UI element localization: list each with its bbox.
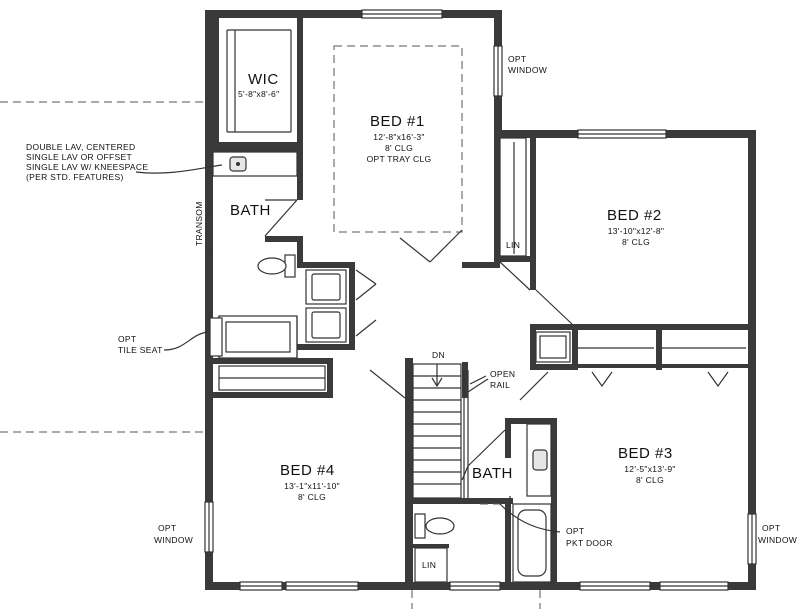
bed4-size: 13'-1"x11'-10" (284, 481, 340, 491)
bed1-ceiling: 8' CLG (385, 143, 413, 153)
bed4-ceiling: 8' CLG (298, 492, 326, 502)
opt-window-left-line1: OPT (158, 523, 176, 533)
opt-window-right-line1: OPT (762, 523, 780, 533)
interior-walls (213, 18, 748, 590)
linen-lower-label: LIN (422, 560, 436, 570)
reference-lines (0, 101, 541, 609)
bed3-size: 12'-5"x13'-9" (624, 464, 675, 474)
lav-note-line1: DOUBLE LAV, CENTERED (26, 142, 135, 152)
pkt-door-line2: PKT DOOR (566, 538, 613, 548)
linen-upper-label: LIN (506, 240, 520, 250)
bed4-label: BED #4 (280, 462, 335, 479)
note-leaders (135, 164, 561, 533)
room-labels: WIC 5'-8"x8'-6" BED #1 12'-8"x16'-3" 8' … (230, 71, 675, 570)
bed1-tray: OPT TRAY CLG (367, 154, 432, 164)
opt-window-right-line2: WINDOW (758, 535, 797, 545)
transom-note: TRANSOM (194, 201, 204, 246)
bed3-label: BED #3 (618, 445, 673, 462)
lav-note-line2: SINGLE LAV OR OFFSET (26, 152, 132, 162)
notes: DOUBLE LAV, CENTERED SINGLE LAV OR OFFSE… (26, 54, 797, 548)
bed2-ceiling: 8' CLG (622, 237, 650, 247)
lav-note-line3: SINGLE LAV W/ KNEESPACE (26, 162, 148, 172)
stair-down-label: DN (432, 350, 445, 360)
windows (204, 9, 757, 591)
bed2-label: BED #2 (607, 207, 662, 224)
opt-window-left-line2: WINDOW (154, 535, 193, 545)
wic-size: 5'-8"x8'-6" (238, 89, 279, 99)
bath-upper-label: BATH (230, 202, 271, 219)
wic-label: WIC (248, 71, 279, 88)
bed2-size: 13'-10"x12'-8" (608, 226, 664, 236)
stair-treads (413, 375, 461, 485)
opt-window-top-line1: OPT (508, 54, 526, 64)
opt-window-top-line2: WINDOW (508, 65, 547, 75)
tile-seat-note-line1: OPT (118, 334, 136, 344)
open-rail-line2: RAIL (490, 380, 510, 390)
bath-lower-label: BATH (472, 465, 513, 482)
bed3-ceiling: 8' CLG (636, 475, 664, 485)
tile-seat-note-line2: TILE SEAT (118, 345, 163, 355)
open-rail-line1: OPEN (490, 369, 515, 379)
bed1-size: 12'-8"x16'-3" (373, 132, 424, 142)
pkt-door-line1: OPT (566, 526, 584, 536)
bed1-label: BED #1 (370, 113, 425, 130)
lav-note-line4: (PER STD. FEATURES) (26, 172, 124, 182)
